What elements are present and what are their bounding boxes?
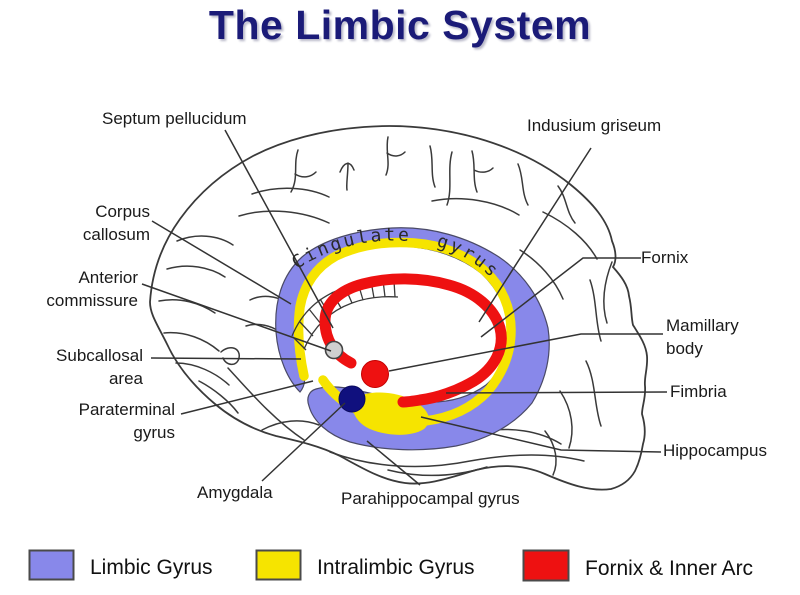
anterior-commissure-dot: [324, 340, 344, 360]
label-fimbria: Fimbria: [670, 382, 727, 401]
label-amygdala: Amygdala: [197, 483, 273, 502]
leader-line-indusium-griseum: [478, 147, 592, 323]
label-mamillary-body: Mamillary body: [666, 316, 739, 358]
label-septum-pellucidum: Septum pellucidum: [102, 109, 247, 128]
label-parahippocampal-gyrus: Parahippocampal gyrus: [341, 489, 520, 508]
leader-lines: [141, 129, 668, 486]
label-subcallosal-area: Subcallosal area: [56, 346, 143, 388]
legend-label-fornix-inner-arc: Fornix & Inner Arc: [585, 556, 754, 580]
amygdala-dot: [338, 385, 366, 413]
mamillary-body-dot: [361, 360, 389, 388]
leader-line-septum-pellucidum: [224, 129, 334, 329]
leader-line-amygdala: [261, 402, 346, 482]
legend-swatch-limbic-gyrus: [28, 549, 75, 581]
page-title: The Limbic System: [208, 2, 592, 48]
label-anterior-commissure: Anterior commissure: [46, 268, 138, 310]
label-hippocampus: Hippocampus: [663, 441, 767, 460]
leader-line-anterior-commissure: [141, 283, 332, 352]
legend-swatch-fornix-inner-arc: [522, 549, 570, 582]
fornix-inner-arc: [319, 273, 507, 408]
label-indusium-griseum: Indusium griseum: [527, 116, 662, 135]
leader-line-hippocampus: [420, 416, 662, 453]
label-paraterminal-gyrus: Paraterminal gyrus: [78, 400, 175, 442]
leader-line-fornix: [480, 257, 641, 338]
leader-line-parahippocampal-gyrus: [366, 440, 421, 486]
legend-label-limbic-gyrus: Limbic Gyrus: [90, 556, 213, 579]
leader-line-subcallosal-area: [150, 357, 302, 360]
leader-line-fimbria: [445, 391, 668, 394]
leader-line-mamillary-body: [388, 333, 663, 372]
sulci-lines: [158, 136, 613, 477]
label-fornix: Fornix: [641, 248, 689, 267]
legend-item-intralimbic-gyrus: Intralimbic Gyrus: [255, 549, 475, 581]
legend-swatch-intralimbic-gyrus: [255, 549, 302, 581]
legend-label-intralimbic-gyrus: Intralimbic Gyrus: [317, 556, 475, 579]
label-corpus-callosum: Corpus callosum: [82, 202, 150, 244]
legend-item-limbic-gyrus: Limbic Gyrus: [28, 549, 213, 581]
legend-item-fornix-inner-arc: Fornix & Inner Arc: [522, 549, 753, 582]
leader-line-corpus-callosum: [151, 220, 292, 305]
leader-line-paraterminal-gyrus: [180, 380, 314, 415]
